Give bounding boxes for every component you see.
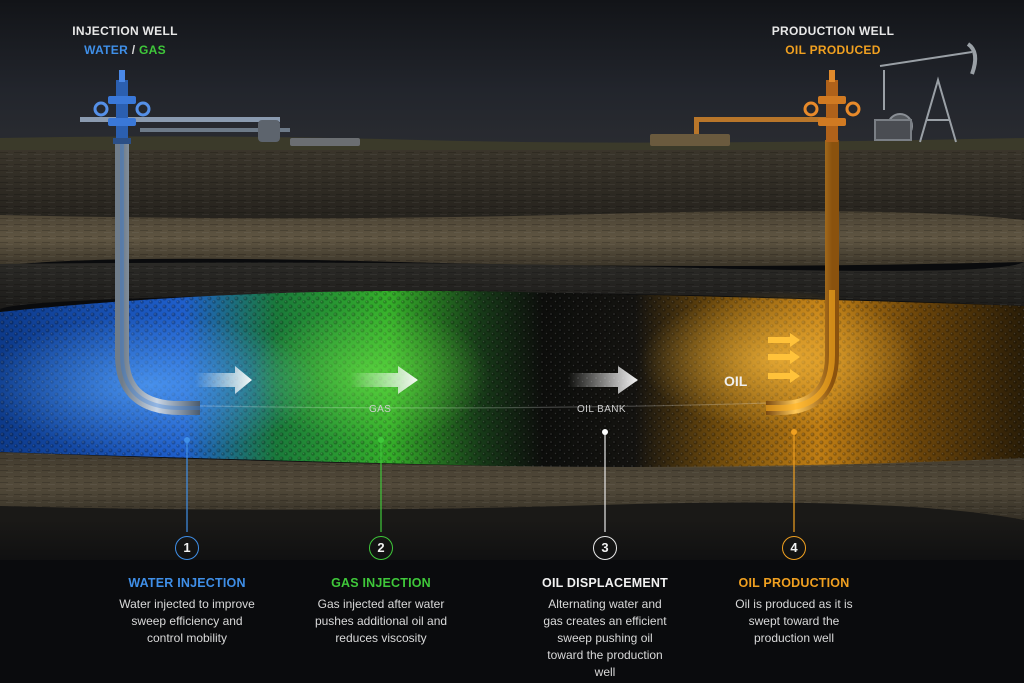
step-title: WATER INJECTION bbox=[128, 576, 246, 590]
step-title: OIL DISPLACEMENT bbox=[542, 576, 668, 590]
ground-surface bbox=[0, 136, 1024, 152]
gas-label: GAS bbox=[138, 43, 166, 57]
production-well-subtitle: OIL PRODUCED bbox=[785, 43, 881, 57]
step-number-badge: 1 bbox=[175, 536, 199, 560]
step-description: Oil is produced as it is swept toward th… bbox=[735, 597, 853, 645]
production-well-header: PRODUCTION WELL OIL PRODUCED bbox=[748, 24, 918, 57]
flow-arrow-icon bbox=[195, 366, 252, 394]
injection-wellbore bbox=[115, 140, 200, 415]
water-label: WATER bbox=[84, 43, 129, 57]
step-description: Gas injected after water pushes addition… bbox=[314, 597, 448, 645]
oil-zone-label: OIL bbox=[724, 373, 748, 389]
step-oil-production: 4 OIL PRODUCTION Oil is produced as it i… bbox=[694, 536, 894, 647]
pumpjack-icon bbox=[874, 42, 978, 143]
step-title: GAS INJECTION bbox=[331, 576, 431, 590]
step-description: Alternating water and gas creates an eff… bbox=[543, 597, 667, 679]
oil-flow-arrows bbox=[768, 333, 800, 383]
production-well bbox=[650, 42, 978, 415]
injection-well-header: INJECTION WELL WATER / GAS bbox=[40, 24, 210, 57]
production-well-title: PRODUCTION WELL bbox=[771, 24, 895, 38]
flow-arrow-icon bbox=[568, 366, 638, 394]
step-oil-displacement: 3 OIL DISPLACEMENT Alternating water and… bbox=[505, 536, 705, 681]
flow-arrow-icon bbox=[350, 366, 418, 394]
slash-separator: / bbox=[131, 43, 136, 57]
wellhead-valve-icon bbox=[93, 70, 151, 144]
step-gas-injection: 2 GAS INJECTION Gas injected after water… bbox=[281, 536, 481, 647]
injection-well-subtitle: WATER / GAS bbox=[40, 43, 210, 57]
production-surface-pipe bbox=[696, 117, 826, 122]
wellhead-valve-icon bbox=[803, 70, 861, 142]
step-number-badge: 4 bbox=[782, 536, 806, 560]
step-water-injection: 1 WATER INJECTION Water injected to impr… bbox=[87, 536, 287, 647]
oil-bank-label: OIL BANK bbox=[577, 404, 626, 415]
step-number-badge: 3 bbox=[593, 536, 617, 560]
injection-well-title: INJECTION WELL bbox=[72, 24, 178, 38]
injection-well bbox=[80, 70, 360, 415]
step-description: Water injected to improve sweep efficien… bbox=[119, 597, 255, 645]
water-glow bbox=[0, 315, 320, 455]
step-leader-lines bbox=[184, 429, 797, 532]
injection-surface-pipe bbox=[80, 117, 280, 122]
sky bbox=[0, 0, 1024, 150]
step-number-badge: 2 bbox=[369, 536, 393, 560]
step-title: OIL PRODUCTION bbox=[738, 576, 850, 590]
gas-zone-label: GAS bbox=[369, 404, 392, 415]
